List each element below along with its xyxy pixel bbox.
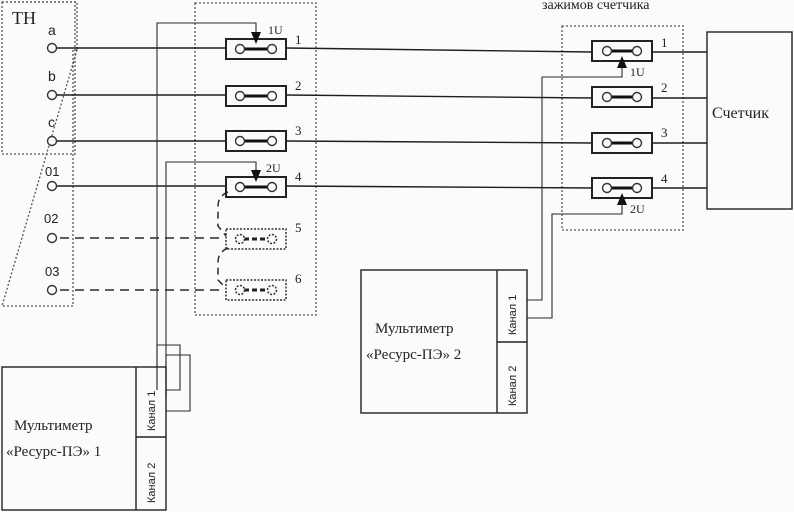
right-switch-1 [591,40,653,62]
multimeter-2-line2: «Ресурс-ПЭ» 2 [366,347,461,363]
right-switch-4 [591,177,653,199]
left-switch-number-2: 2 [295,78,302,93]
left-switch-1 [225,38,287,60]
right-probe-label-2U: 2U [630,202,645,216]
multimeter-2-channel1: Канал 1 [507,295,519,335]
left-switch-4 [225,176,287,198]
right-switch-2 [591,86,653,108]
tn-terminal-01 [46,180,58,192]
left-probe-wires [156,22,261,412]
tn-terminal-02 [46,232,58,244]
arrow-up-icon [617,193,627,205]
multimeter-1: Мультиметр «Ресурс-ПЭ» 1 Канал 1 Канал 2 [1,366,167,511]
meter-box [706,31,793,210]
multimeter-1-channel2: Канал 2 [146,463,158,503]
tn-title: ТН [12,8,36,28]
tn-terminal-label-a: a [48,22,56,38]
left-switch-2 [225,85,287,107]
multimeter-2-line1: Мультиметр [375,321,454,337]
left-switch-3 [225,130,287,152]
tn-terminal-b [46,89,58,101]
tn-terminal-label-01: 01 [45,164,59,179]
right-switches [591,40,653,199]
meter-label: Счетчик [712,105,769,122]
left-switch-5 [225,228,287,250]
right-switch-number-4: 4 [661,171,668,186]
tn-terminal-label-02: 02 [44,211,58,226]
left-switch-number-4: 4 [295,169,302,184]
left-switch-number-5: 5 [295,220,302,235]
caption-top: зажимов счетчика [542,0,650,13]
left-switch-number-6: 6 [295,271,302,286]
tn-terminals [46,42,58,296]
right-switch-number-2: 2 [661,80,668,95]
left-switches [217,38,287,301]
multimeter-2-channel2: Канал 2 [507,366,519,406]
left-probe-label-2U: 2U [266,161,281,175]
tn-terminal-a [46,42,58,54]
arrow-down-icon [251,32,261,44]
arrow-up-icon [617,56,627,68]
tn-terminal-label-c: c [48,114,55,130]
multimeter-1-line2: «Ресурс-ПЭ» 1 [6,444,101,460]
multimeter-1-channel1: Канал 1 [146,391,158,431]
tn-terminal-c [46,135,58,147]
phase-wires [57,47,707,291]
multimeter-2: Мультиметр «Ресурс-ПЭ» 2 Канал 1 Канал 2 [360,269,528,414]
tn-terminal-03 [46,284,58,296]
arrow-down-icon [251,170,261,182]
tn-terminal-label-03: 03 [45,264,59,279]
left-switch-number-1: 1 [295,32,302,47]
right-switch-number-3: 3 [661,125,668,140]
test-block-left-box [194,2,317,316]
right-probe-label-1U: 1U [630,65,645,79]
multimeter-1-line1: Мультиметр [14,418,93,434]
tn-block: ТН a b c 01 02 03 [1,1,78,307]
right-switch-number-1: 1 [661,35,668,50]
left-switch-6 [225,279,287,301]
tn-terminal-label-b: b [48,68,56,84]
tn-box [1,1,78,307]
right-probe-wires [527,56,627,319]
right-switch-3 [591,132,653,154]
left-switch-number-3: 3 [295,123,302,138]
test-block-right-box [561,25,684,231]
left-probe-label-1U: 1U [268,23,283,37]
